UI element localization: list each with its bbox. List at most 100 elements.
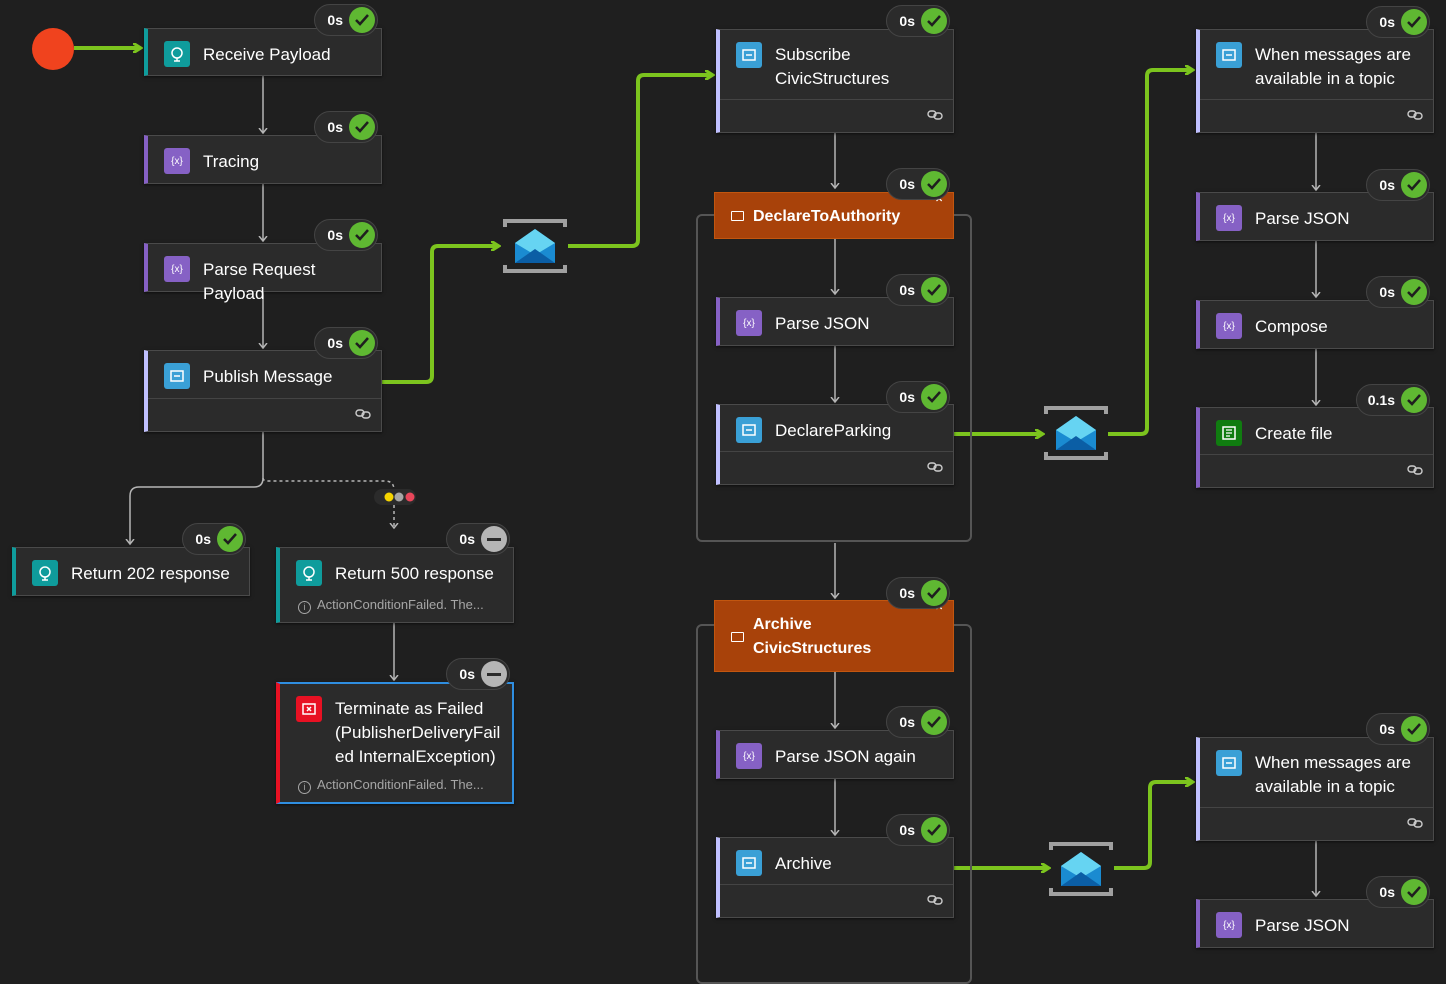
title-line: When messages are <box>1255 753 1411 772</box>
action-title: DeclareParking <box>775 421 892 440</box>
action-title: Parse JSON again <box>775 747 916 766</box>
link-icon[interactable] <box>1407 109 1423 121</box>
duration-label: 0s <box>899 389 915 405</box>
scope-declare-to-authority[interactable]: DeclareToAuthority ⌃ <box>714 192 954 239</box>
title-line: available in a topic <box>1255 777 1395 796</box>
success-check-icon <box>921 171 947 197</box>
scope-title: Archive CivicStructures <box>753 613 871 661</box>
action-parse-json-again[interactable]: {x} Parse JSON again <box>716 730 954 779</box>
request-icon <box>296 560 322 586</box>
variable-icon: {x} <box>1216 205 1242 231</box>
status-badge: 0s <box>182 523 246 555</box>
action-title: Return 500 response <box>335 564 494 583</box>
status-badge: 0s <box>314 219 378 251</box>
action-title: Terminate as Failed (PublisherDeliveryFa… <box>335 697 504 769</box>
scope-archive-civicstructures[interactable]: Archive CivicStructures ⌃ <box>714 600 954 672</box>
trigger-topic-messages[interactable]: When messages are available in a topic <box>1196 29 1434 133</box>
success-check-icon <box>1401 172 1427 198</box>
action-title: Parse JSON <box>1255 209 1350 228</box>
link-icon[interactable] <box>1407 464 1423 476</box>
scope-title: DeclareToAuthority <box>753 208 901 225</box>
action-title: Create file <box>1255 424 1333 443</box>
status-badge: 0s <box>1366 876 1430 908</box>
terminate-icon <box>296 696 322 722</box>
duration-label: 0s <box>899 176 915 192</box>
action-declare-parking[interactable]: DeclareParking <box>716 404 954 485</box>
duration-label: 0s <box>327 119 343 135</box>
action-subtitle: ActionConditionFailed. The... <box>317 597 484 612</box>
action-receive-payload[interactable]: Receive Payload <box>144 28 382 76</box>
chevron-up-icon[interactable]: ⌃ <box>933 195 945 211</box>
status-badge: 0s <box>886 814 950 846</box>
duration-label: 0s <box>899 282 915 298</box>
status-badge: 0s <box>886 577 950 609</box>
start-node[interactable] <box>32 28 74 70</box>
service-bus-icon[interactable] <box>1044 406 1108 460</box>
status-badge: 0s <box>314 111 378 143</box>
title-line: When messages are <box>1255 45 1411 64</box>
title-line: Terminate as Failed <box>335 699 484 718</box>
skipped-icon <box>481 661 507 687</box>
status-badge: 0s <box>446 523 510 555</box>
success-check-icon <box>349 222 375 248</box>
title-line: CivicStructures <box>775 69 890 88</box>
condition-dot-yellow <box>384 492 394 502</box>
success-check-icon <box>217 526 243 552</box>
action-return-500[interactable]: Return 500 response i ActionConditionFail… <box>276 547 514 623</box>
action-archive[interactable]: Archive <box>716 837 954 918</box>
title-line: available in a topic <box>1255 69 1395 88</box>
action-parse-request-payload[interactable]: {x} Parse Request Payload <box>144 243 382 303</box>
success-check-icon <box>1401 716 1427 742</box>
trigger-topic-messages-2[interactable]: When messages are available in a topic <box>1196 737 1434 841</box>
variable-icon: {x} <box>736 743 762 769</box>
file-icon <box>1216 420 1242 446</box>
action-terminate[interactable]: Terminate as Failed (PublisherDeliveryFa… <box>276 682 514 804</box>
variable-icon: {x} <box>164 148 190 174</box>
duration-label: 0s <box>899 585 915 601</box>
action-compose[interactable]: {x} Compose <box>1196 300 1434 349</box>
service-bus-icon <box>736 850 762 876</box>
link-icon[interactable] <box>1407 817 1423 829</box>
service-bus-icon <box>736 42 762 68</box>
action-title: Compose <box>1255 317 1328 336</box>
success-check-icon <box>1401 279 1427 305</box>
action-create-file[interactable]: Create file <box>1196 407 1434 488</box>
action-parse-json-2[interactable]: {x} Parse JSON <box>1196 192 1434 241</box>
action-subscribe-civicstructures[interactable]: Subscribe CivicStructures <box>716 29 954 133</box>
link-icon[interactable] <box>927 461 943 473</box>
variable-icon: {x} <box>1216 313 1242 339</box>
info-icon: i <box>298 601 311 614</box>
action-title: Subscribe CivicStructures <box>775 43 945 91</box>
title-line: Subscribe <box>775 45 851 64</box>
success-check-icon <box>921 277 947 303</box>
duration-label: 0s <box>899 13 915 29</box>
link-icon[interactable] <box>355 408 371 420</box>
action-title: Publish Message <box>203 367 333 386</box>
status-badge: 0s <box>314 4 378 36</box>
duration-label: 0s <box>1379 721 1395 737</box>
chevron-up-icon[interactable]: ⌃ <box>933 603 945 619</box>
service-bus-icon[interactable] <box>1049 842 1113 896</box>
scope-box-declare <box>696 214 972 542</box>
action-return-202[interactable]: Return 202 response <box>12 547 250 596</box>
connector-layer <box>74 0 1446 958</box>
scope-box-archive <box>696 624 972 984</box>
action-title: Parse Request Payload <box>203 260 316 303</box>
success-check-icon <box>921 8 947 34</box>
link-icon[interactable] <box>927 894 943 906</box>
action-tracing[interactable]: {x} Tracing <box>144 135 382 184</box>
link-icon[interactable] <box>927 109 943 121</box>
success-check-icon <box>921 709 947 735</box>
status-badge: 0s <box>446 658 510 690</box>
duration-label: 0s <box>899 714 915 730</box>
service-bus-icon[interactable] <box>503 219 567 273</box>
scope-icon <box>731 632 744 642</box>
status-badge: 0s <box>886 274 950 306</box>
action-publish-message[interactable]: Publish Message <box>144 350 382 432</box>
status-badge: 0s <box>886 168 950 200</box>
duration-label: 0s <box>195 531 211 547</box>
duration-label: 0s <box>327 335 343 351</box>
status-badge: 0s <box>1366 169 1430 201</box>
service-bus-icon <box>736 417 762 443</box>
title-line: ed InternalException) <box>335 747 496 766</box>
